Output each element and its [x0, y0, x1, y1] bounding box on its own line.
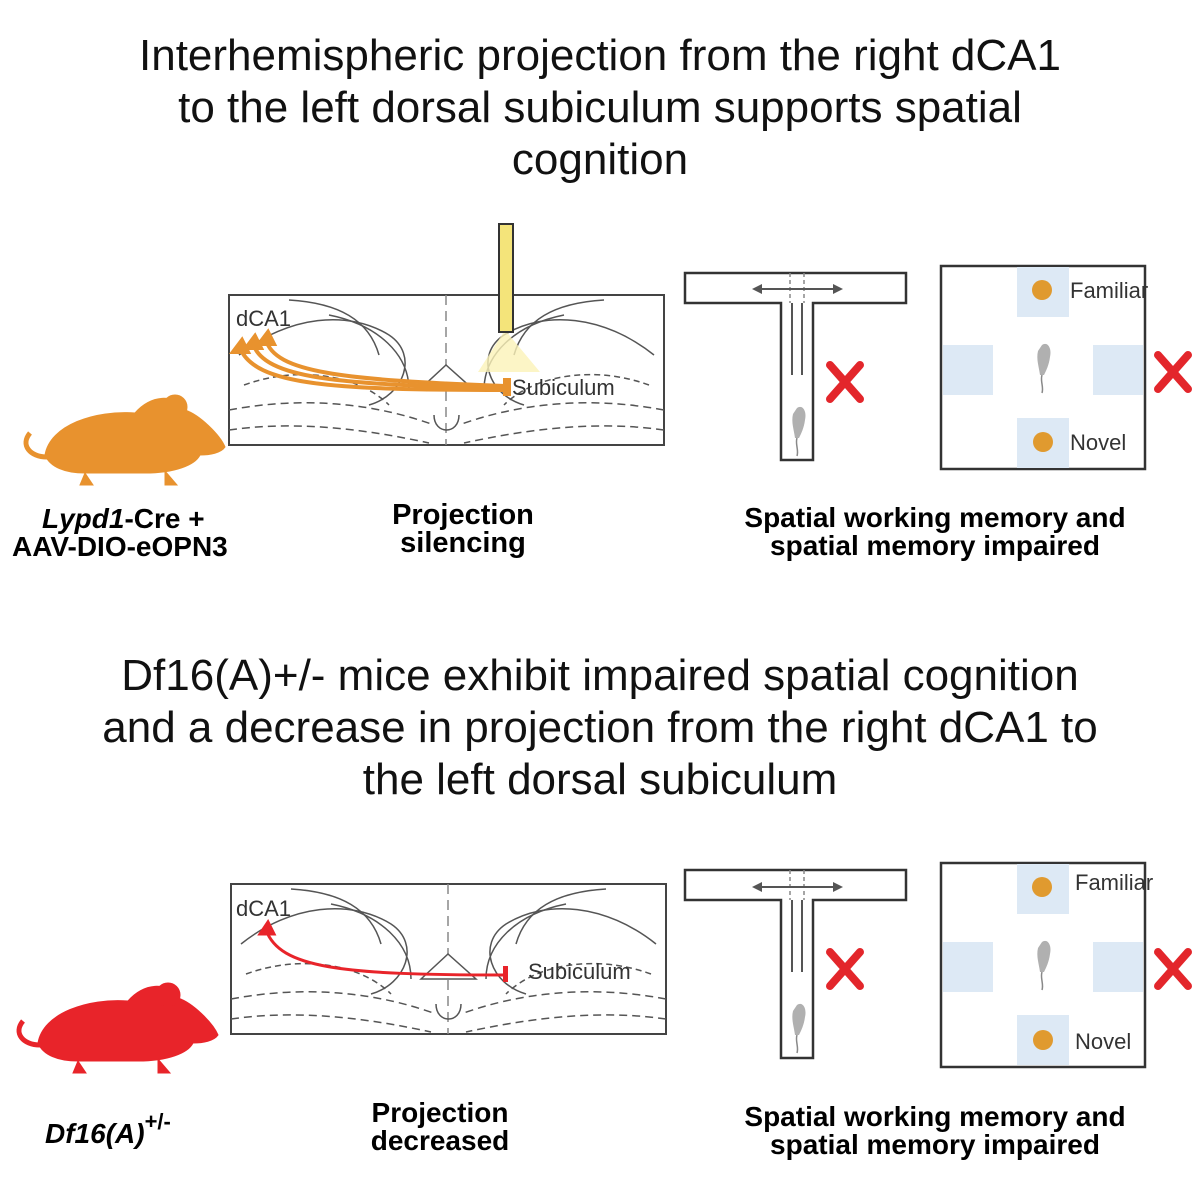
- familiar-object: [1032, 877, 1052, 897]
- novel-object: [1033, 432, 1053, 452]
- panel2-dca1-label: dCA1: [236, 896, 291, 921]
- cross-icon: [830, 952, 860, 986]
- panel2-subiculum-label: Subiculum: [528, 959, 631, 984]
- t-maze-icon: [683, 271, 908, 462]
- panel1-mouse-label-line2: AAV-DIO-eOPN3: [12, 531, 228, 562]
- panel2-projection-arrow: [257, 919, 508, 982]
- panel1-projection-arrows: [229, 328, 511, 396]
- panel1-mouse-label-line1: Lypd1-Cre +: [42, 503, 205, 534]
- panel1-familiar-label: Familiar: [1070, 278, 1148, 303]
- panel1-brain-section: [228, 294, 665, 446]
- panel1-mouse: [26, 395, 225, 485]
- panel2-mouse-label: Df16(A)+/-: [45, 1109, 171, 1149]
- panel1-novel-label: Novel: [1070, 430, 1126, 455]
- panel2-novel-label: Novel: [1075, 1029, 1131, 1054]
- genotype-name: Df16(A): [45, 1118, 145, 1149]
- t-maze-icon: [683, 868, 908, 1060]
- genotype-superscript: +/-: [145, 1109, 171, 1134]
- mouse-icon: [19, 983, 218, 1073]
- novel-object: [1033, 1030, 1053, 1050]
- open-field-icon: [939, 264, 1147, 471]
- open-field-icon: [939, 861, 1147, 1069]
- gene-suffix: -Cre +: [124, 503, 204, 534]
- panel1-subiculum-label: Subiculum: [512, 375, 615, 400]
- panel1-dca1-label: dCA1: [236, 306, 291, 331]
- panel2-familiar-label: Familiar: [1075, 870, 1153, 895]
- optic-fiber-icon: [478, 223, 540, 372]
- panel1-title: Interhemispheric projection from the rig…: [139, 31, 1061, 184]
- gene-name: Lypd1: [42, 503, 124, 534]
- familiar-object: [1032, 280, 1052, 300]
- mouse-icon: [26, 395, 225, 485]
- cross-icon: [1158, 952, 1188, 986]
- cross-icon: [1158, 355, 1188, 389]
- panel2-mouse: [19, 983, 218, 1073]
- panel2-title: Df16(A)+/- mice exhibit impaired spatial…: [102, 651, 1098, 804]
- cross-icon: [830, 365, 860, 399]
